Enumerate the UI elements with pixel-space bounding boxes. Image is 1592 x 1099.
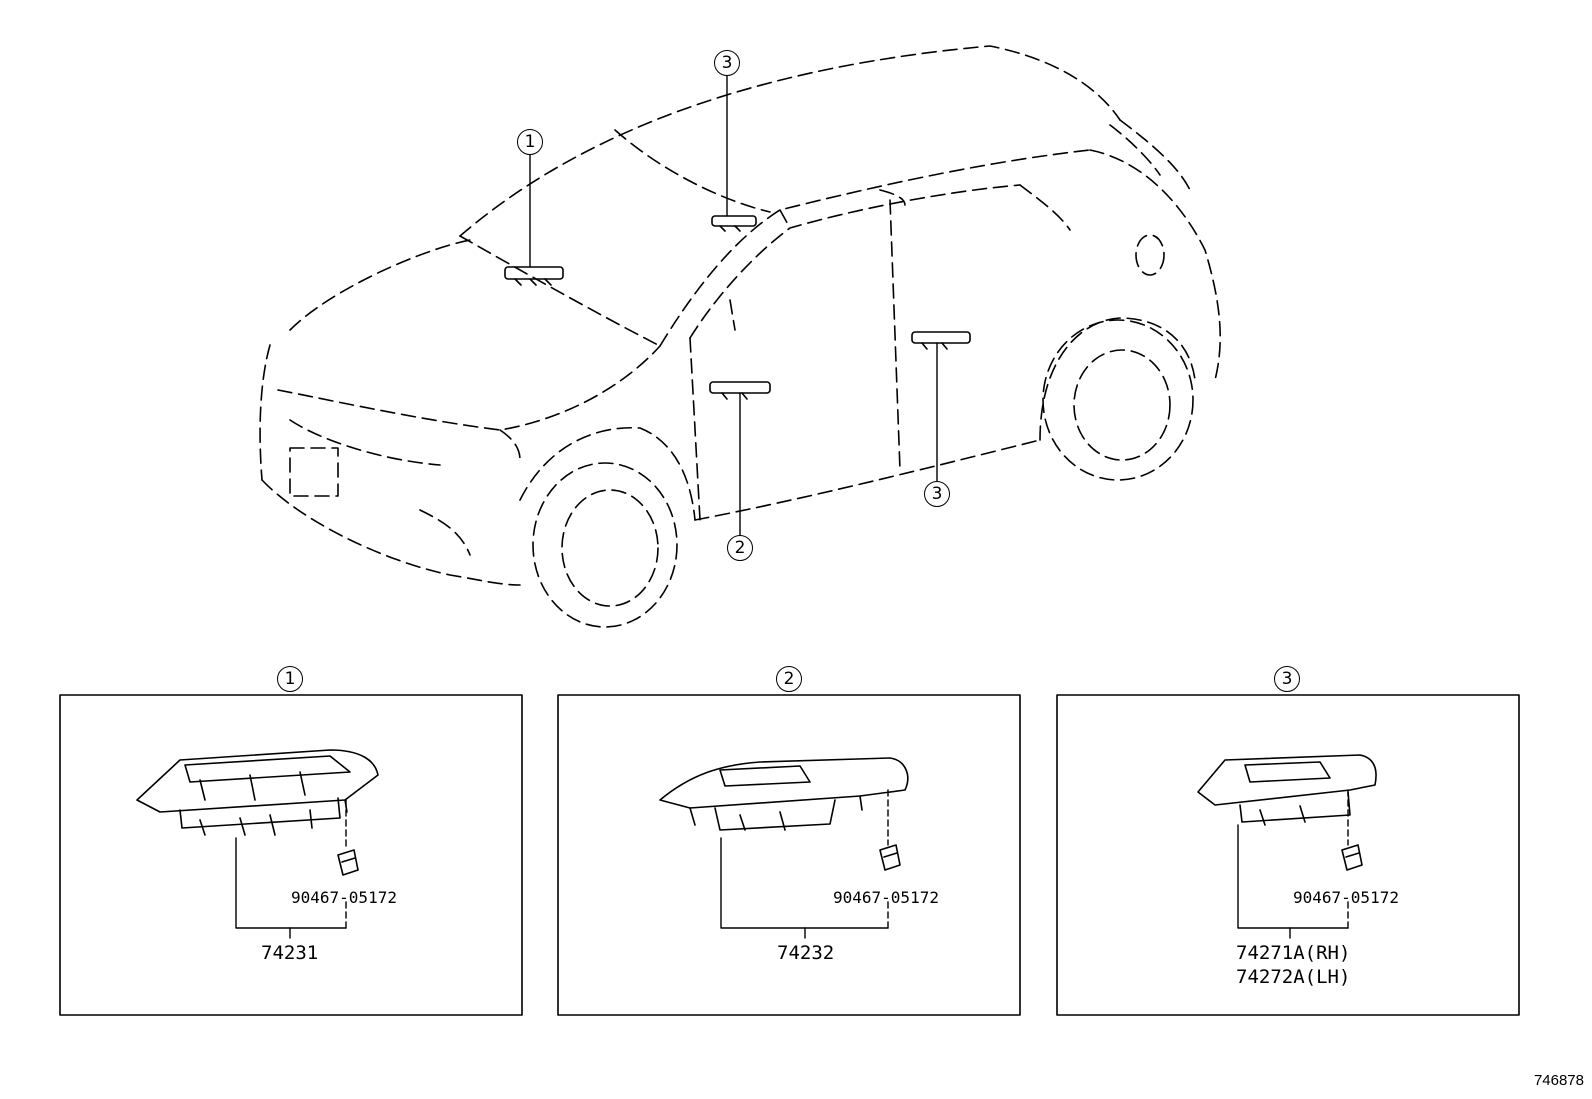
callout-2-car: 2 (727, 535, 753, 561)
callout-3-car-front: 3 (714, 50, 740, 76)
panel-3-callout: 3 (1274, 666, 1300, 692)
clip-panel-2 (879, 844, 901, 871)
diagram-reference-number: 746878 (1533, 1072, 1584, 1089)
switch-location-1 (504, 266, 564, 286)
callout-3-car-rear: 3 (924, 481, 950, 507)
panel-3-part-rh: 74271A(RH) (1236, 942, 1351, 964)
panel-2-callout: 2 (776, 666, 802, 692)
panel-1-part: 74231 (261, 942, 319, 964)
panel-2-part: 74232 (777, 942, 835, 964)
switch-panel-3-drawing (1197, 754, 1377, 826)
panel-3-clip-part: 90467-05172 (1293, 888, 1399, 907)
clip-panel-3 (1341, 844, 1363, 871)
switch-location-3-front (711, 215, 757, 232)
panel-1-clip-part: 90467-05172 (291, 888, 397, 907)
switch-panel-2-drawing (659, 757, 909, 831)
panel-3-part-lh: 74272A(LH) (1236, 966, 1351, 988)
callout-1-car: 1 (517, 129, 543, 155)
vehicle-outline (259, 45, 1221, 628)
clip-panel-1 (337, 849, 359, 876)
switch-location-3-rear (911, 331, 971, 350)
panel-1-callout: 1 (277, 666, 303, 692)
switch-panel-1-drawing (136, 749, 379, 836)
panel-2-clip-part: 90467-05172 (833, 888, 939, 907)
